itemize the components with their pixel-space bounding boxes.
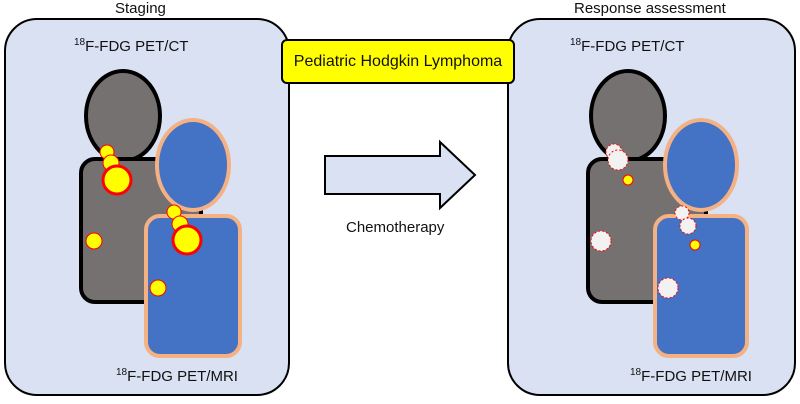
- isotope-superscript: 18: [570, 37, 582, 48]
- isotope-superscript: 18: [74, 37, 86, 48]
- modality-text: F-FDG PET/CT: [85, 38, 189, 55]
- mri-head: [155, 118, 231, 212]
- staging-top-modality-label: 18F-FDG PET/CT: [74, 37, 189, 56]
- residual-lesion: [622, 174, 634, 186]
- response-title: Response assessment: [574, 0, 726, 17]
- modality-text: F-FDG PET/CT: [581, 38, 685, 55]
- mri-body: [653, 214, 749, 358]
- staging-title: Staging: [115, 0, 166, 17]
- response-lesions: [590, 143, 701, 299]
- ct-head: [84, 69, 162, 163]
- staging-lesions: [85, 144, 203, 297]
- staging-bottom-modality-label: 18F-FDG PET/MRI: [116, 367, 238, 386]
- diagram-title-box: Pediatric Hodgkin Lymphoma: [281, 39, 515, 84]
- staging-mri-figure: [144, 118, 242, 358]
- response-top-modality-label: 18F-FDG PET/CT: [570, 37, 685, 56]
- isotope-superscript: 18: [116, 367, 128, 378]
- mri-head: [663, 118, 739, 212]
- lesion: [149, 279, 167, 297]
- chemotherapy-arrow: [324, 139, 477, 211]
- resolved-lesion: [657, 277, 679, 299]
- residual-lesion: [689, 239, 701, 251]
- modality-text: F-FDG PET/MRI: [641, 368, 752, 385]
- resolved-lesion: [679, 217, 697, 235]
- lesion: [171, 224, 203, 256]
- response-mri-figure: [653, 118, 749, 358]
- resolved-lesion: [607, 149, 629, 171]
- resolved-lesion: [674, 205, 690, 221]
- diagram-title: Pediatric Hodgkin Lymphoma: [293, 52, 503, 70]
- arrow-label: Chemotherapy: [346, 219, 445, 236]
- mri-body: [144, 214, 242, 358]
- lesion: [101, 164, 133, 196]
- response-bottom-modality-label: 18F-FDG PET/MRI: [630, 367, 752, 386]
- isotope-superscript: 18: [630, 367, 642, 378]
- lesion: [85, 232, 103, 250]
- ct-head: [589, 69, 667, 163]
- resolved-lesion: [590, 230, 612, 252]
- modality-text: F-FDG PET/MRI: [127, 368, 238, 385]
